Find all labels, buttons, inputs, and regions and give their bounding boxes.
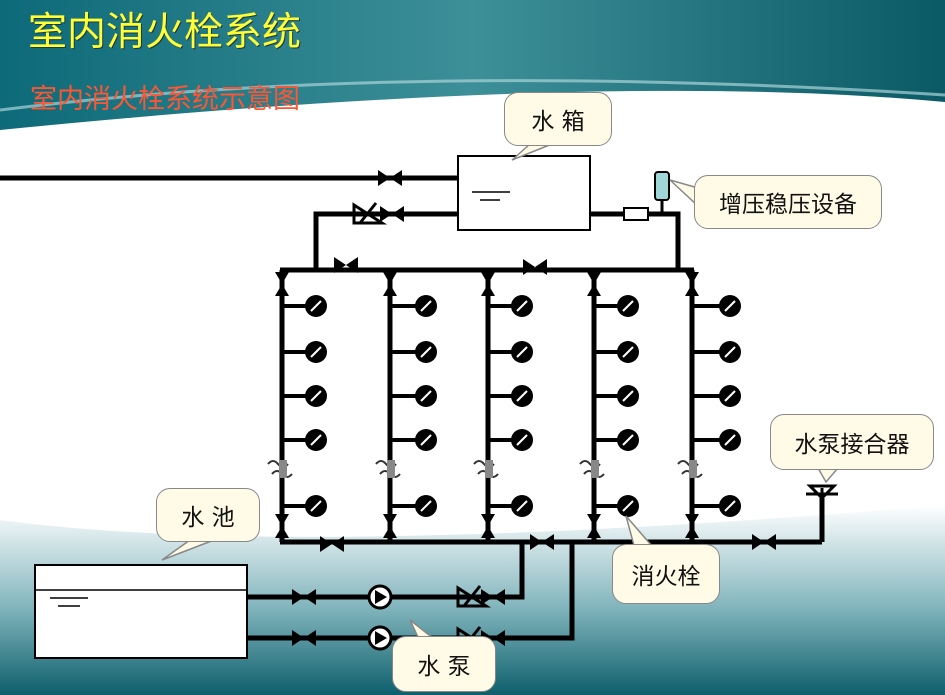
gate-valve-icon xyxy=(523,259,547,275)
hydrant-group xyxy=(304,294,742,518)
water-tank xyxy=(457,155,591,231)
gate-valve-icon xyxy=(530,534,554,550)
pipe-break-icon xyxy=(677,459,703,479)
gate-valve-icon xyxy=(320,536,344,552)
booster-label: 增压稳压设备 xyxy=(694,175,882,229)
pipe-break-icon xyxy=(267,459,293,479)
gate-valve-icon xyxy=(292,589,316,605)
pipe-break-icon xyxy=(375,459,401,479)
pump-label: 水 泵 xyxy=(392,636,496,692)
gate-valve-icon xyxy=(378,170,402,186)
riser-valve-icon xyxy=(685,272,699,296)
riser-valve-icon xyxy=(587,272,601,296)
pipe-break-icon xyxy=(579,459,605,479)
riser-valve-icon xyxy=(383,272,397,296)
pump-adapter-label: 水泵接合器 xyxy=(770,414,934,470)
riser-valve-icon xyxy=(383,514,397,538)
gate-valve-icon xyxy=(292,630,316,646)
water-tank-label: 水 箱 xyxy=(504,92,612,146)
hydrant-label: 消火栓 xyxy=(612,544,720,604)
pump-icon xyxy=(367,625,393,651)
pump-adapter-icon xyxy=(806,484,838,501)
slide-title: 室内消火栓系统 xyxy=(28,10,302,55)
gate-valve-icon xyxy=(752,534,776,550)
gate-valve-icon xyxy=(380,206,404,222)
pump-icon xyxy=(367,584,393,610)
riser-valve-icon xyxy=(685,514,699,538)
riser-valve-icon xyxy=(481,514,495,538)
slide-subtitle: 室内消火栓系统示意图 xyxy=(30,84,300,115)
riser-valve-icon xyxy=(587,514,601,538)
pipe-break-icon xyxy=(473,459,499,479)
pool-label: 水 池 xyxy=(156,488,260,542)
riser-valve-icon xyxy=(481,272,495,296)
riser-valve-icon xyxy=(275,272,289,296)
riser-valve-icon xyxy=(275,514,289,538)
water-pool xyxy=(34,564,248,659)
booster-device xyxy=(654,171,670,201)
gate-valve-icon xyxy=(481,589,505,605)
